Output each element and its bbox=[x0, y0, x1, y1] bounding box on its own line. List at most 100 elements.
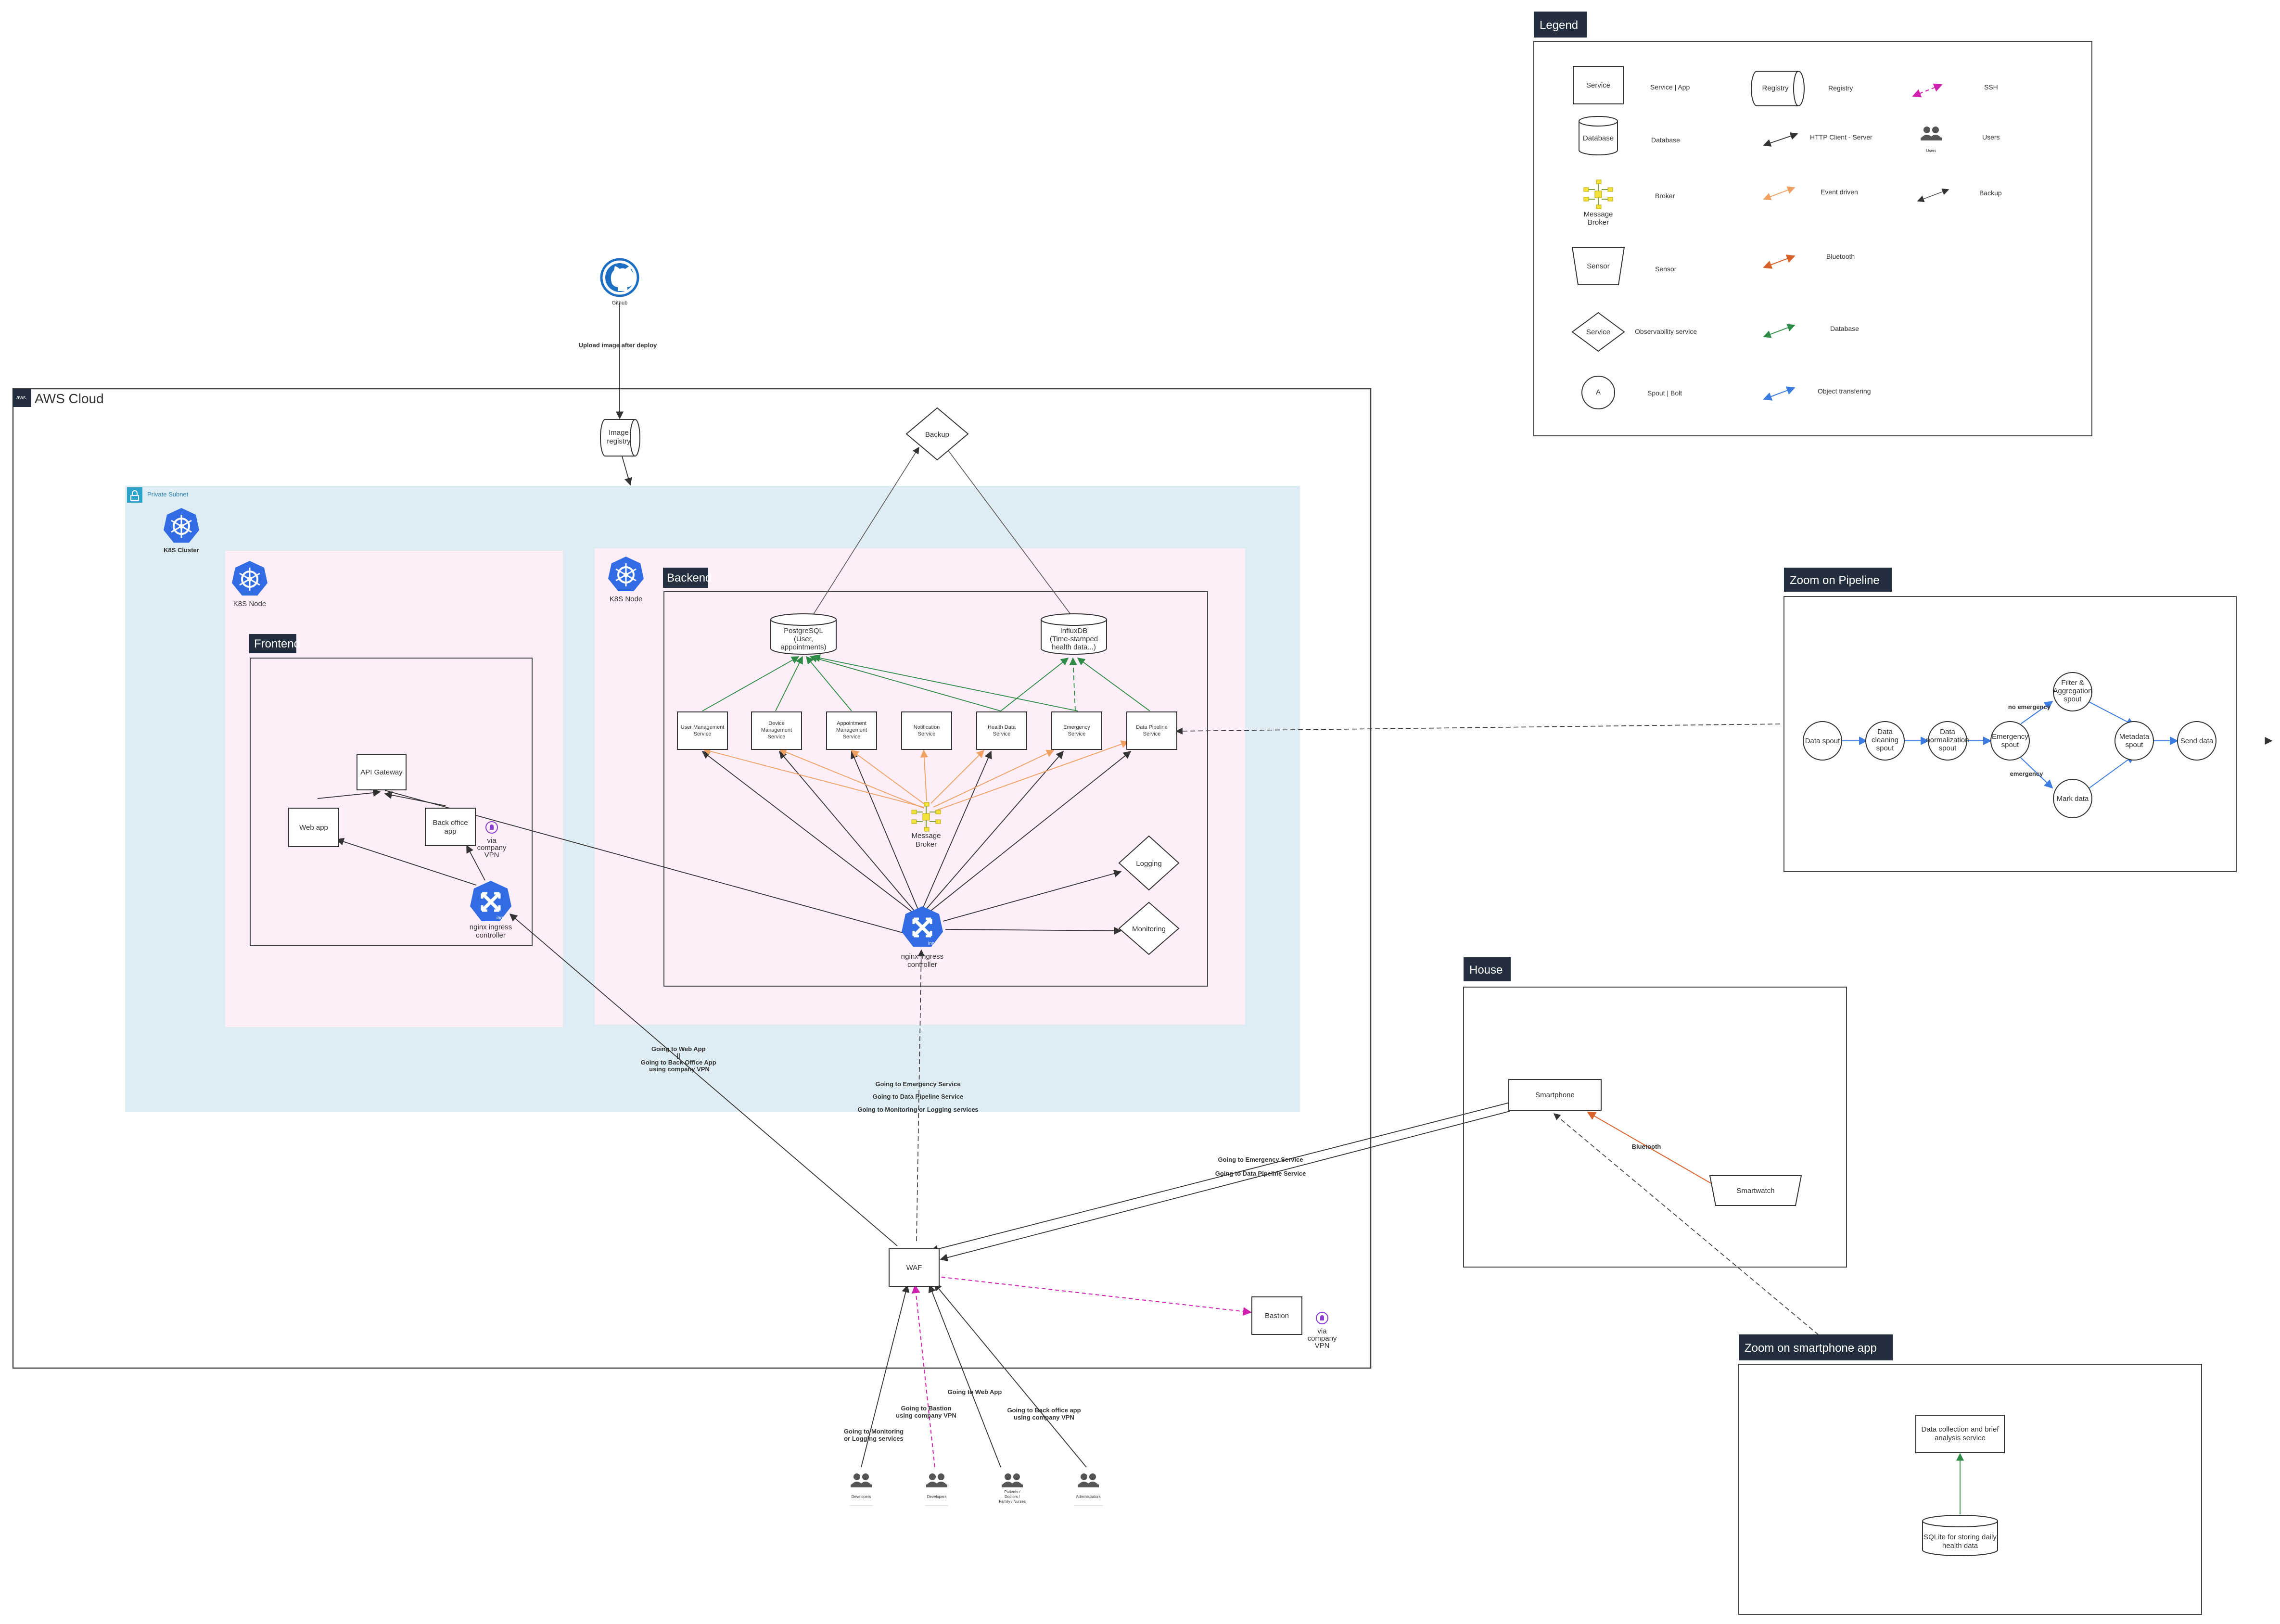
house-title: House bbox=[1469, 964, 1503, 977]
edge-postgres-backup bbox=[813, 446, 919, 615]
frontend-vpn-line-2: company bbox=[477, 844, 507, 852]
users-bastion-line-1: Going to Bastion bbox=[901, 1405, 952, 1412]
smartphone[interactable]: Smartphone bbox=[1508, 1079, 1602, 1111]
backup-label: Backup bbox=[925, 431, 949, 439]
house-tag bbox=[1464, 957, 1511, 981]
ingress-route-1: Going to Emergency Service bbox=[875, 1080, 960, 1088]
legend: Legend Service Service | App Registry Re… bbox=[1533, 12, 2092, 436]
legend-sample-registry: Registry bbox=[1762, 84, 1789, 92]
github-node[interactable]: Github bbox=[600, 258, 639, 306]
svc-line: Service bbox=[993, 731, 1011, 737]
legend-label: Broker bbox=[1655, 192, 1675, 200]
pipeline-node-line: Filter & bbox=[2061, 679, 2084, 687]
pipeline-node-line: Aggregation bbox=[2053, 687, 2092, 695]
users-patients[interactable]: Patients /Doctors /Family / Nurses bbox=[999, 1473, 1026, 1504]
logging-service[interactable]: Logging bbox=[1118, 835, 1180, 891]
ingress-route-3: Going to Monitoring or Logging services bbox=[857, 1106, 978, 1113]
ingress-route-2: Going to Data Pipeline Service bbox=[873, 1093, 964, 1100]
edge-waf-backend-ingress bbox=[916, 949, 925, 1242]
pipeline-send-data[interactable]: Send data bbox=[2177, 721, 2216, 761]
svg-text:aws: aws bbox=[16, 395, 26, 401]
users-caption: Developers bbox=[927, 1495, 946, 1499]
pipeline-mark-data[interactable]: Mark data bbox=[2053, 779, 2092, 818]
legend-title: Legend bbox=[1540, 19, 1578, 32]
legend-sample-users: Users bbox=[1926, 149, 1936, 153]
waf-label: WAF bbox=[906, 1264, 922, 1272]
aws-logo-icon bbox=[13, 389, 31, 407]
influx-line-1: InfluxDB bbox=[1060, 627, 1088, 635]
api-gateway[interactable]: API Gateway bbox=[357, 754, 407, 790]
smartphone-app-zoom: Zoom on smartphone app Data collection a… bbox=[1738, 1334, 2202, 1615]
pipeline-node-line: Mark data bbox=[2057, 795, 2089, 803]
svc-line: Service bbox=[768, 734, 786, 740]
legend-sample-database: Database bbox=[1583, 134, 1614, 142]
backup-node[interactable]: Backup bbox=[905, 407, 969, 461]
smartwatch[interactable]: Smartwatch bbox=[1709, 1175, 1802, 1206]
legend-label: HTTP Client - Server bbox=[1810, 133, 1872, 141]
api-gateway-label: API Gateway bbox=[360, 768, 403, 776]
frontend-vpn-line-1: via bbox=[487, 837, 497, 845]
pipeline-node-line: Data bbox=[1877, 728, 1893, 736]
pipeline-data-spout[interactable]: Data spout bbox=[1803, 721, 1842, 761]
users-caption: Administrators bbox=[1076, 1495, 1100, 1499]
users-administrators[interactable]: Administrators bbox=[1074, 1473, 1103, 1506]
monitoring-service[interactable]: Monitoring bbox=[1118, 901, 1180, 955]
back-office-line-1: Back office bbox=[433, 819, 468, 827]
registry-line-2: registry bbox=[607, 437, 631, 445]
users-monitoring-line-2: or Logging services bbox=[844, 1435, 904, 1442]
postgresql-db[interactable]: PostgreSQL(User,appointments) bbox=[770, 613, 837, 655]
frontend-vpn-line-3: VPN bbox=[484, 851, 499, 859]
pipeline-node-line: Emergency bbox=[1992, 733, 2028, 741]
pipeline-node-line: normalization bbox=[1926, 736, 1969, 744]
phone-route-1: Going to Emergency Service bbox=[1218, 1156, 1303, 1163]
users-developers-2[interactable]: Developers bbox=[925, 1473, 948, 1506]
users-developers-1[interactable]: Developers bbox=[850, 1473, 873, 1506]
smartphone-app-tag bbox=[1739, 1334, 1893, 1360]
web-route-line-1: Going to Web App bbox=[651, 1045, 706, 1053]
users-caption: Patients / bbox=[1004, 1490, 1020, 1494]
web-app[interactable]: Web app bbox=[288, 808, 339, 847]
svg-text:Going to Web App || Go: Going to Web App || Going to Back Office… bbox=[641, 1045, 718, 1073]
legend-label: Object transfering bbox=[1818, 387, 1871, 395]
legend-label: Database bbox=[1830, 325, 1859, 332]
users-caption: Family / Nurses bbox=[999, 1499, 1026, 1504]
github-edge-label: Upload image after deploy bbox=[579, 342, 657, 349]
frontend-tag bbox=[249, 634, 296, 653]
bastion-node[interactable]: Bastion bbox=[1251, 1296, 1302, 1335]
users-caption: Doctors / bbox=[1005, 1495, 1020, 1499]
waf-node[interactable]: WAF bbox=[889, 1248, 940, 1287]
web-route-line-3: Going to Back Office App bbox=[641, 1059, 716, 1066]
svc-line: Service bbox=[843, 734, 861, 740]
svc-line: Management bbox=[761, 727, 792, 733]
